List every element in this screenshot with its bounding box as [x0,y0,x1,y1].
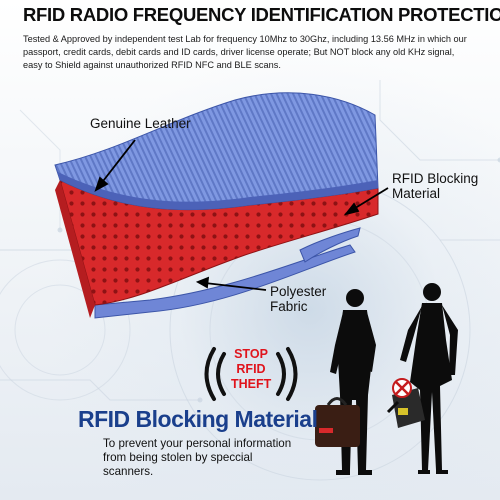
label-rfid-line2: Material [392,186,441,201]
stop-rfid-theft-badge: STOP RFID THEFT [196,344,306,404]
blocked-scan-icon [392,378,412,398]
signal-waves-icon [204,347,298,401]
handbag [392,388,425,428]
footer-title: RFID Blocking Material [78,406,318,432]
footer-subtitle-line2: from being stolen by speccial scanners. [103,451,253,478]
footer-subtitle: To prevent your personal information fro… [103,437,303,479]
label-polyester-fabric: Polyester Fabric [270,284,350,314]
label-rfid-blocking-material: RFID Blocking Material [392,171,492,201]
stop-rfid-theft-text: STOP RFID THEFT [231,347,271,392]
label-poly-line2: Fabric [270,299,308,314]
suitcase [315,405,360,447]
badge-line-rfid: RFID [236,362,266,376]
description-text: Tested & Approved by independent test La… [23,34,467,70]
polyester-layer [94,244,356,319]
footer-subtitle-line1: To prevent your personal information [103,437,292,450]
badge-line-theft: THEFT [231,377,272,391]
label-poly-line1: Polyester [270,284,327,299]
badge-line-stop: STOP [234,347,268,361]
label-genuine-leather: Genuine Leather [90,116,191,131]
label-rfid-line1: RFID Blocking [392,171,479,186]
page-title: RFID RADIO FREQUENCY IDENTIFICATION PROT… [23,4,500,25]
